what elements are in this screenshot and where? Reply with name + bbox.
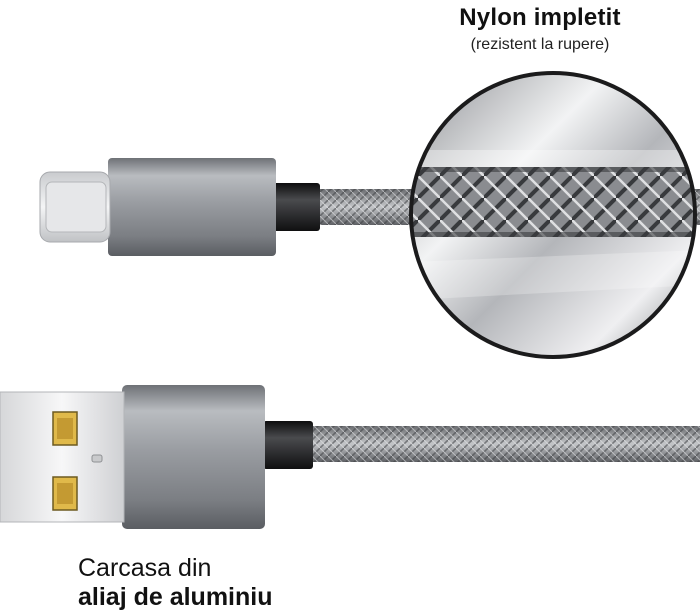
braid-magnifier-icon [409,71,697,359]
usb-a-collar [263,421,313,469]
nylon-callout-subtitle: (rezistent la rupere) [470,36,610,53]
usb-c-collar [272,183,320,231]
housing-callout-line1: Carcasa din [78,554,212,582]
usb-a-aluminium-housing [122,385,265,529]
usb-c-aluminium-housing [108,158,276,256]
nylon-callout-title: Nylon impletit [459,4,621,31]
usb-c-plug-icon [39,171,111,243]
usb-a-plug-icon [0,391,125,523]
housing-callout-line2: aliaj de aluminiu [78,583,273,611]
usb-a-cable [0,385,700,529]
